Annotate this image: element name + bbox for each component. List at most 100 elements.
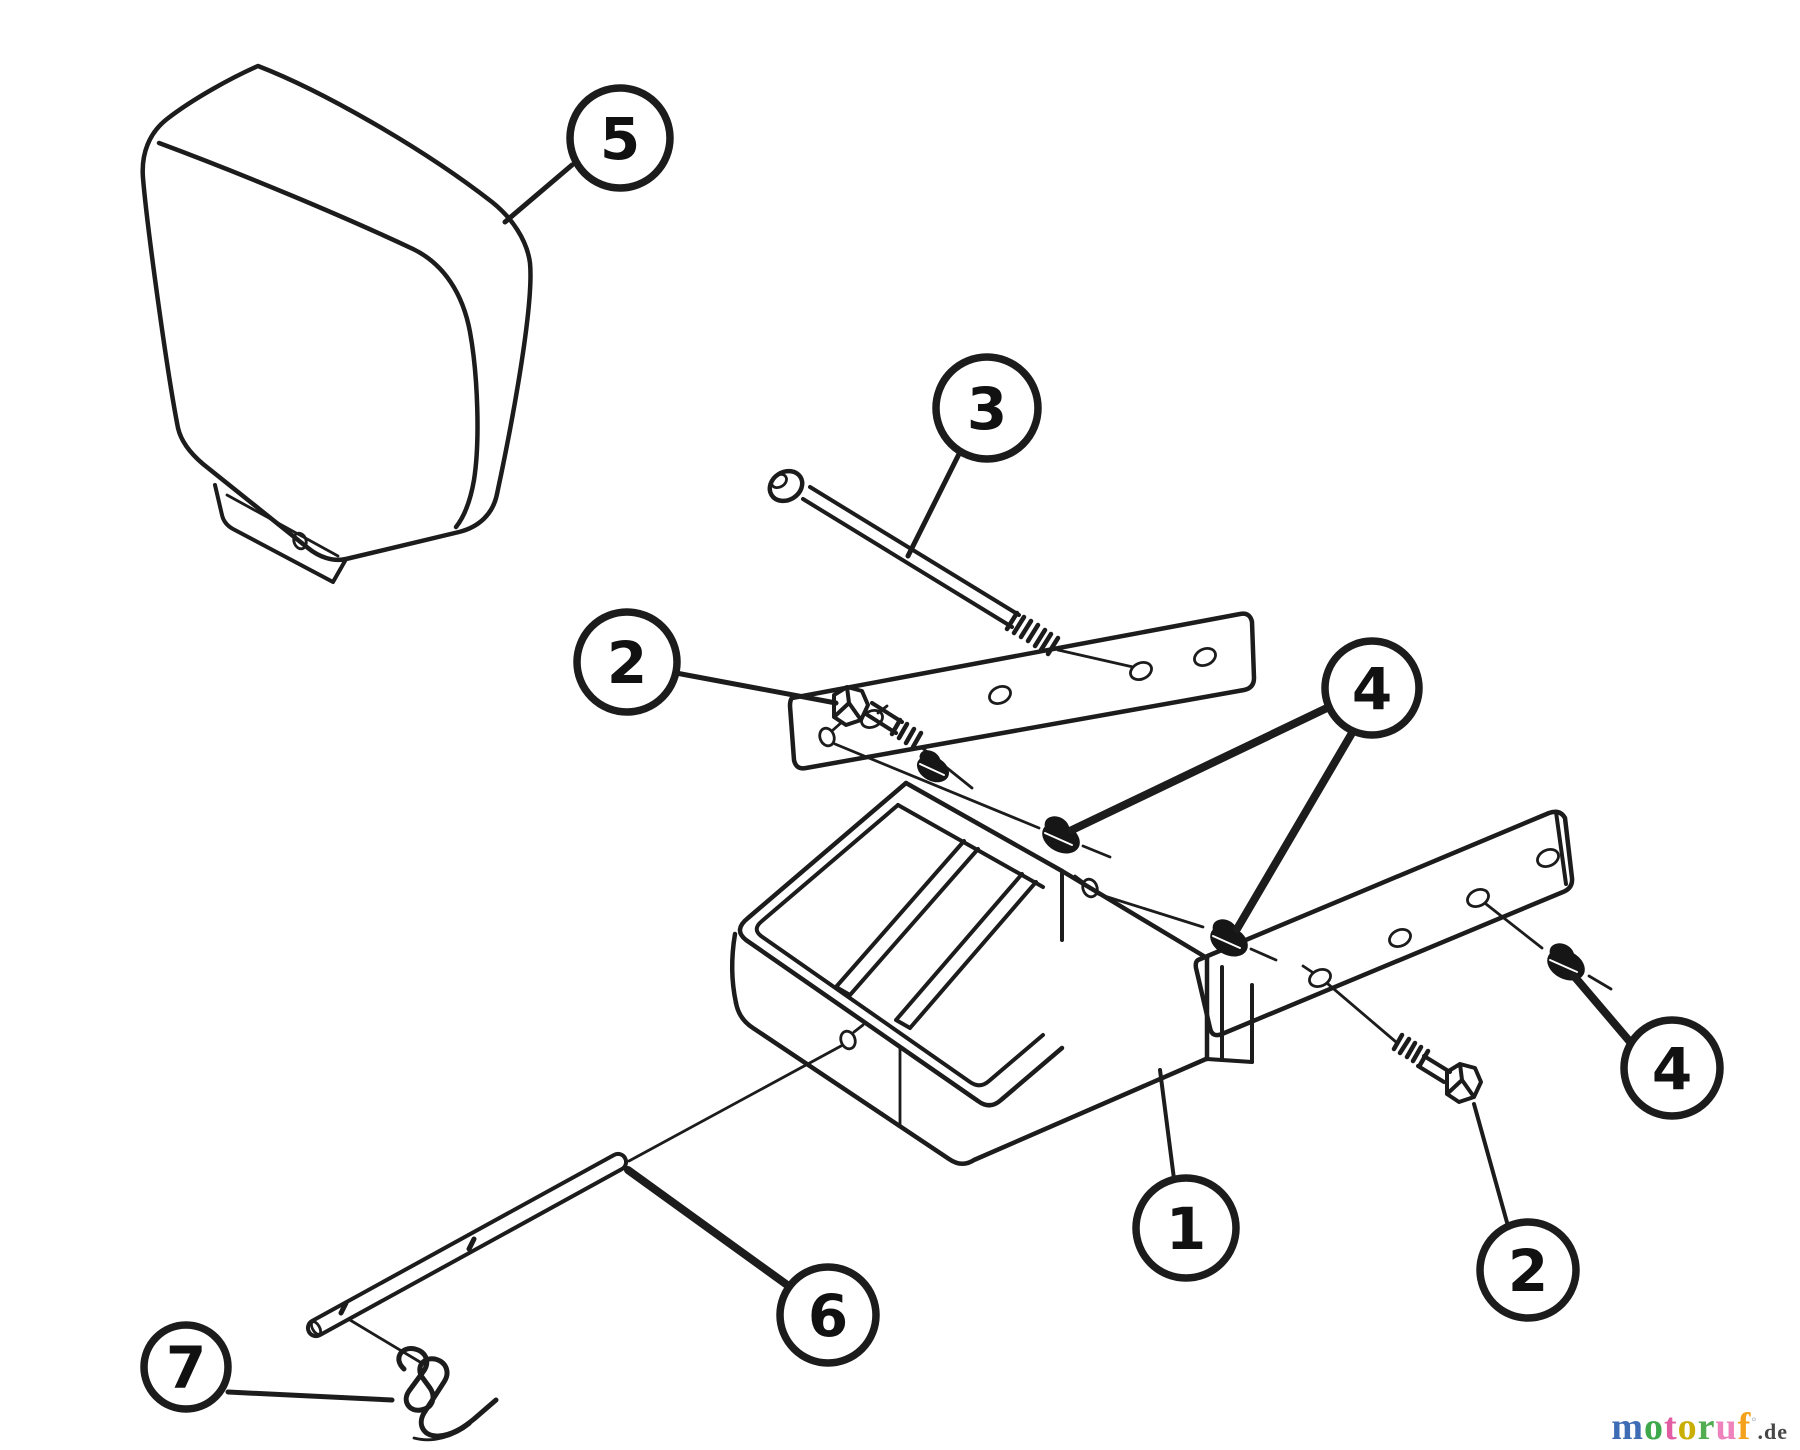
long-bolt-threads [1004, 610, 1061, 657]
callout-leader-2b [1472, 1102, 1510, 1228]
lower-bolt-threads [1391, 1032, 1431, 1068]
pivot-rod-body [305, 1151, 629, 1339]
callout-balloon-4b [1620, 1016, 1724, 1120]
pivot-rod-pin-marks [338, 1236, 477, 1316]
box-top-edge [1059, 868, 1210, 961]
callout-balloon-5 [566, 84, 674, 192]
callout-balloon-2a [573, 608, 681, 716]
nut-b-axis-line [1096, 892, 1205, 929]
callout-number-2a: 2 [607, 629, 647, 697]
callout-1: 1 [1132, 1174, 1240, 1282]
hairpin-clip-inner [412, 1422, 472, 1442]
bracket-right-hole-3 [1466, 887, 1490, 909]
lower-bolt-head [1445, 1062, 1483, 1104]
callout-layer: 5 3 2 4 1 6 7 2 4 [140, 84, 1724, 1413]
pan-rim-inner-back [896, 803, 1045, 889]
watermark-letter: m [1611, 1406, 1644, 1448]
nut-a-stub [1081, 844, 1112, 859]
callout-2b: 2 [1476, 1218, 1580, 1322]
bracket-right [1193, 809, 1575, 1044]
upper-bolt-shank [864, 701, 904, 735]
callout-leader-4b [1570, 972, 1635, 1047]
pan-left-face [729, 931, 739, 1006]
callout-leader-6 [624, 1166, 794, 1291]
upper-bolt-head [832, 685, 870, 727]
watermark-letter: o [1643, 1406, 1664, 1448]
watermark-letter: r [1697, 1406, 1716, 1448]
rod-to-clip-line [348, 1318, 422, 1364]
hairpin-clip [396, 1346, 499, 1442]
callout-4a: 4 [1321, 637, 1423, 739]
pivot-rod-end-face [309, 1320, 323, 1336]
upper-bolt-threads [889, 717, 924, 750]
nut-right-axis-line [1484, 902, 1544, 950]
box-bottom-edge [1205, 1057, 1254, 1064]
callout-leader-5 [502, 162, 575, 225]
callout-leader-7 [225, 1389, 395, 1403]
pan-rim-back [903, 780, 1065, 874]
lower-bolt [1391, 1032, 1483, 1104]
bracket-right-hole-tail [1301, 964, 1314, 974]
callout-balloon-1 [1132, 1174, 1240, 1282]
pan-rim-inner [754, 803, 1045, 1088]
seat-outline [140, 63, 533, 563]
callout-leader-4a [1233, 729, 1356, 933]
callout-balloon-2b [1476, 1218, 1580, 1322]
watermark-mark: ° [1751, 1413, 1758, 1429]
callout-number-1: 1 [1166, 1195, 1206, 1263]
seat-cushion [140, 63, 533, 584]
bracket-right-end-face [1554, 810, 1568, 886]
callout-leader-3 [905, 449, 963, 559]
callout-balloon-6 [776, 1263, 880, 1367]
watermark-logo: motoruf°.de [1611, 1408, 1788, 1446]
bracket-right-hole-2 [1388, 927, 1412, 949]
seat-mount-tab [213, 483, 347, 584]
watermark-brand-text: motoruf [1611, 1406, 1751, 1448]
callout-balloon-3 [932, 353, 1042, 463]
callout-leader-4a [1068, 703, 1333, 834]
bracket-left [787, 611, 1257, 771]
bracket-left-hole-3 [1129, 660, 1153, 682]
callout-number-4b: 4 [1652, 1035, 1692, 1103]
bracket-right-hole-1 [1308, 967, 1332, 989]
callout-3: 3 [932, 353, 1042, 463]
watermark-suffix: .de [1757, 1419, 1788, 1444]
long-bolt-head-face [770, 472, 788, 490]
hairpin-clip-body [396, 1346, 499, 1439]
bracket-left-hole-2 [988, 684, 1012, 706]
pan-front-hole [839, 1023, 865, 1051]
callout-leader-2a [673, 670, 839, 706]
long-bolt-shank [801, 485, 1021, 629]
callout-7: 7 [140, 1321, 232, 1413]
nut-b-stub [1249, 947, 1278, 962]
long-bolt [767, 468, 1135, 669]
flange-nut-small [916, 750, 950, 783]
watermark-letter: f [1737, 1406, 1752, 1448]
seat-mount-tab-inner [225, 493, 340, 558]
callout-number-4a: 4 [1352, 655, 1392, 723]
callout-number-5: 5 [600, 105, 640, 173]
lower-bolt-shank [1416, 1054, 1452, 1084]
callout-6: 6 [776, 1263, 880, 1367]
pan-divider-b [894, 872, 1038, 1030]
flange-nut-b [1210, 919, 1278, 962]
callout-number-7: 7 [166, 1334, 206, 1402]
callout-number-3: 3 [967, 375, 1007, 443]
box-top-hole [1073, 874, 1099, 899]
seat-crease [156, 140, 480, 530]
pan-bottom-edge [733, 1000, 1209, 1166]
long-bolt-head [767, 468, 805, 504]
seat-tab-hole [292, 531, 308, 551]
callout-leader-1 [1158, 1068, 1176, 1181]
bracket-left-hole-4 [1193, 646, 1217, 668]
watermark-letter: o [1677, 1406, 1698, 1448]
bracket-right-hole-4 [1536, 847, 1560, 869]
bracket-left-hole-1 [860, 708, 884, 730]
callout-number-6: 6 [808, 1282, 848, 1350]
callout-2a: 2 [573, 608, 681, 716]
pan-divider-a [834, 839, 980, 997]
callout-5: 5 [566, 84, 674, 192]
nut-right-stub [1587, 974, 1613, 991]
